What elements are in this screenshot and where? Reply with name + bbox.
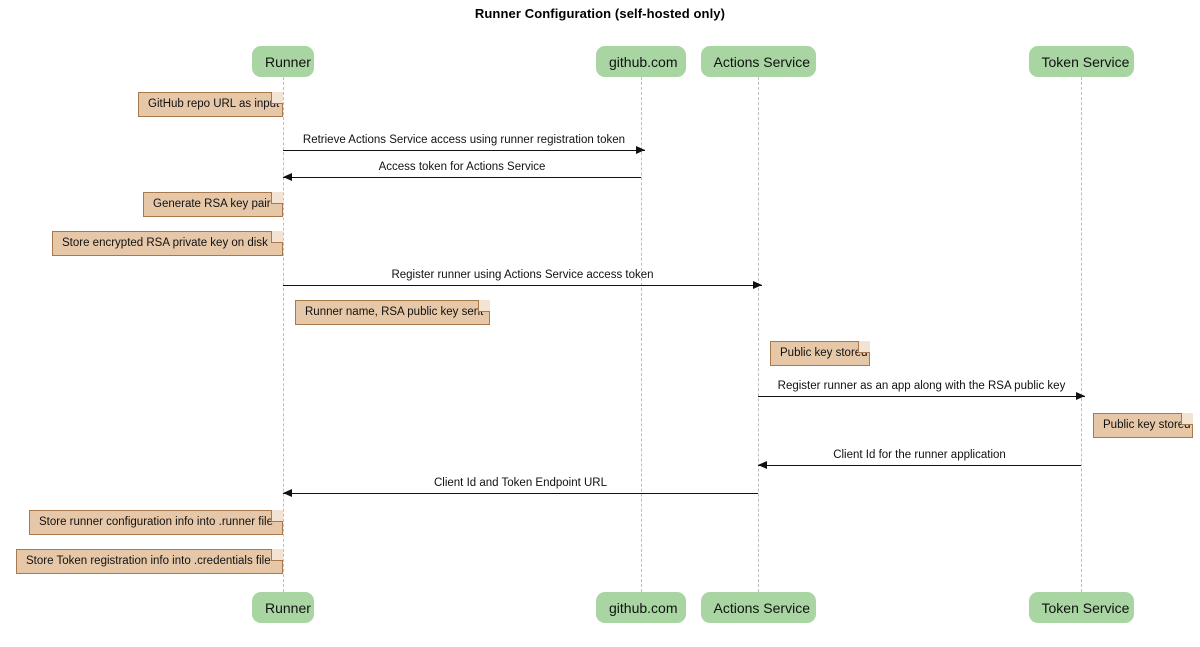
participant-github-top[interactable]: github.com: [596, 46, 686, 77]
message-label: Retrieve Actions Service access using ru…: [302, 134, 626, 146]
arrowhead-icon: [283, 488, 292, 497]
note-fold-corner-icon: [1181, 413, 1193, 425]
message-line: [283, 493, 758, 494]
note-fold-corner-icon: [271, 510, 283, 522]
note-fold-corner-icon: [271, 92, 283, 104]
note-pubkey-1: Public key stored: [770, 341, 870, 366]
note-fold-corner-icon: [478, 300, 490, 312]
arrowhead-icon: [758, 460, 767, 469]
note-rsa-gen: Generate RSA key pair: [143, 192, 283, 217]
lifeline-token: [1081, 77, 1082, 592]
lifeline-github: [641, 77, 642, 592]
participant-actions-bottom[interactable]: Actions Service: [700, 592, 816, 623]
note-runner-name: Runner name, RSA public key sent: [295, 300, 490, 325]
note-fold-corner-icon: [271, 231, 283, 243]
arrowhead-icon: [1076, 391, 1085, 400]
note-fold-corner-icon: [271, 192, 283, 204]
note-text: Store encrypted RSA private key on disk: [62, 237, 268, 249]
message-line: [283, 150, 645, 151]
message-line: [283, 285, 762, 286]
note-text: Runner name, RSA public key sent: [305, 306, 484, 318]
note-text: Store runner configuration info into .ru…: [39, 516, 273, 528]
note-text: GitHub repo URL as input: [148, 98, 280, 110]
participant-runner-bottom[interactable]: Runner: [252, 592, 314, 623]
message-label: Register runner as an app along with the…: [777, 380, 1066, 392]
arrowhead-icon: [283, 172, 292, 181]
message-line: [758, 465, 1081, 466]
note-text: Public key stored: [780, 347, 868, 359]
message-line: [758, 396, 1085, 397]
note-text: Generate RSA key pair: [153, 198, 271, 210]
note-runner-file: Store runner configuration info into .ru…: [29, 510, 283, 535]
lifeline-actions: [758, 77, 759, 592]
note-pubkey-2: Public key stored: [1093, 413, 1193, 438]
arrowhead-icon: [636, 145, 645, 154]
lifeline-runner: [283, 77, 284, 592]
participant-token-top[interactable]: Token Service: [1028, 46, 1134, 77]
note-repo-url: GitHub repo URL as input: [138, 92, 283, 117]
message-line: [283, 177, 641, 178]
arrowhead-icon: [753, 280, 762, 289]
note-fold-corner-icon: [271, 549, 283, 561]
message-label: Register runner using Actions Service ac…: [391, 269, 654, 281]
participant-actions-top[interactable]: Actions Service: [700, 46, 816, 77]
note-text: Public key stored: [1103, 419, 1191, 431]
note-fold-corner-icon: [858, 341, 870, 353]
diagram-title: Runner Configuration (self-hosted only): [474, 6, 726, 21]
participant-token-bottom[interactable]: Token Service: [1028, 592, 1134, 623]
participant-runner-top[interactable]: Runner: [252, 46, 314, 77]
note-rsa-store: Store encrypted RSA private key on disk: [52, 231, 283, 256]
message-label: Access token for Actions Service: [378, 161, 546, 173]
message-label: Client Id and Token Endpoint URL: [433, 477, 608, 489]
participant-github-bottom[interactable]: github.com: [596, 592, 686, 623]
note-text: Store Token registration info into .cred…: [26, 555, 271, 567]
note-cred-file: Store Token registration info into .cred…: [16, 549, 283, 574]
message-label: Client Id for the runner application: [833, 449, 1006, 461]
